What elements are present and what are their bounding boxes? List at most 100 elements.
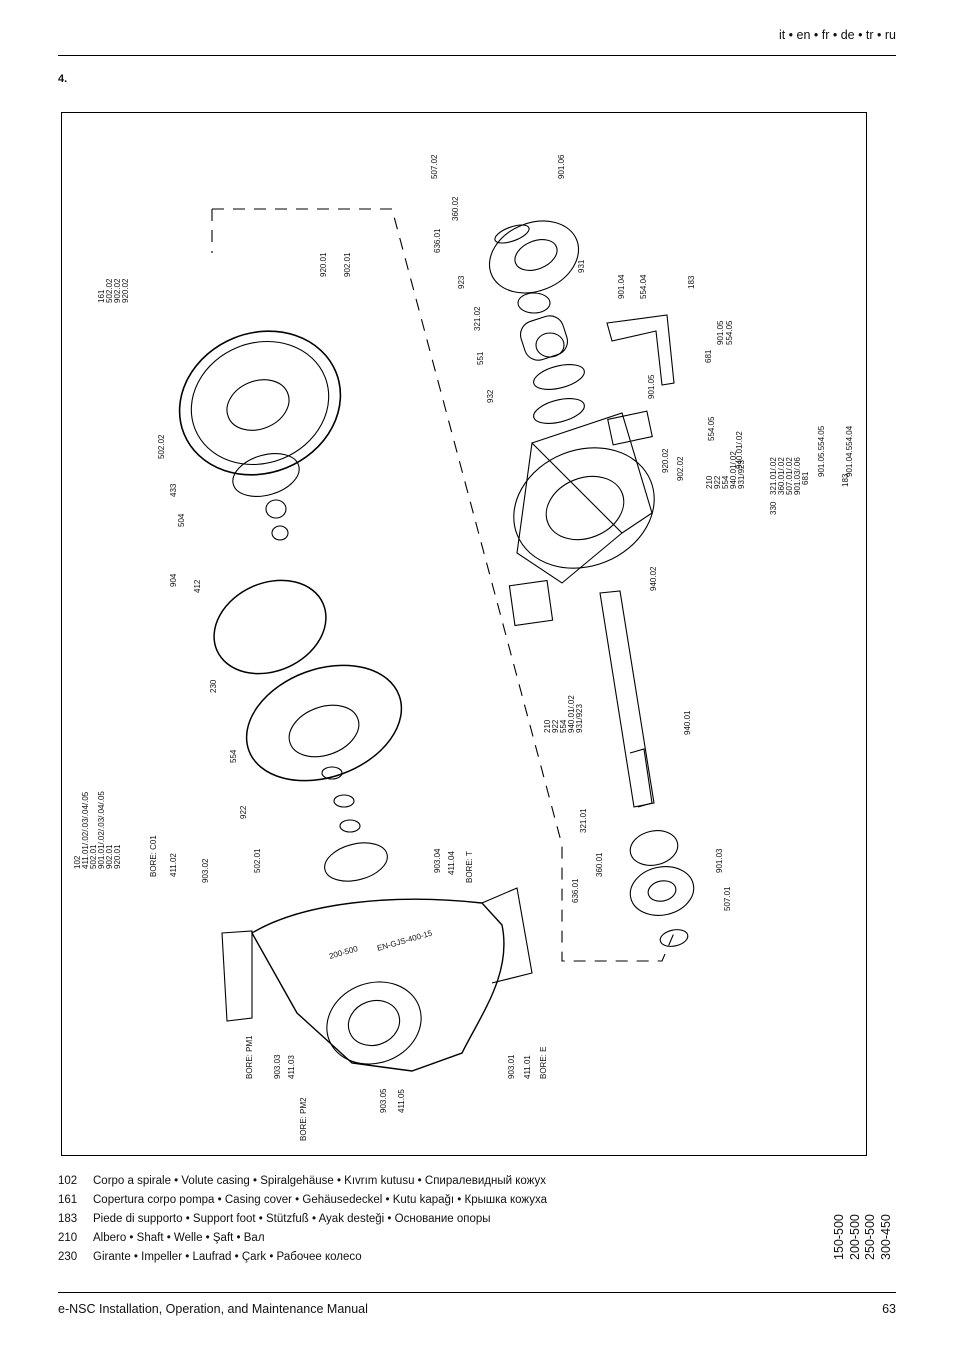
label-411-01: 411.01 (523, 1055, 532, 1079)
legend-row: 102 Corpo a spirale • Volute casing • Spi… (58, 1171, 547, 1190)
figure-number: 4. (58, 73, 68, 85)
header-rule (58, 55, 896, 56)
label-321-01-02: 321.01/.02 (769, 457, 778, 495)
label-920-01-b: 920.01 (113, 844, 122, 869)
legend-code: 102 (58, 1174, 78, 1187)
label-554: 554 (229, 749, 238, 763)
label-922-b: 922 (551, 719, 560, 733)
label-183-b: 183 (841, 473, 850, 487)
page-number: 63 (882, 1302, 896, 1316)
label-502-02-a: 502.02 (105, 278, 114, 303)
label-901-a: 901.01/.02/.03/.04/.05 (97, 791, 106, 869)
label-230: 230 (209, 679, 218, 693)
legend-text: Corpo a spirale • Volute casing • Spiral… (93, 1174, 546, 1187)
label-433: 433 (169, 483, 178, 497)
label-902-01-b: 902.01 (105, 844, 114, 869)
pump-size: 250-500 (863, 1214, 877, 1260)
label-183: 183 (687, 275, 696, 289)
label-901-05: 901.05 (716, 320, 725, 345)
label-902-01-a: 902.01 (343, 252, 352, 277)
label-502-01: 502.01 (253, 848, 262, 873)
label-321-01: 321.01 (579, 808, 588, 833)
label-bore-c01: BORE: C01 (149, 835, 158, 877)
label-507-01: 507.01 (723, 886, 732, 911)
label-923: 923 (457, 275, 466, 289)
label-554-05: 554.05 (725, 320, 734, 345)
legend-code: 230 (58, 1250, 78, 1263)
label-920-01-a: 920.01 (319, 252, 328, 277)
label-903-04: 903.04 (433, 848, 442, 873)
parts-legend: 102 Corpo a spirale • Volute casing • Spi… (58, 1171, 547, 1266)
legend-row: 210 Albero • Shaft • Welle • Şaft • Вал (58, 1228, 547, 1247)
pump-size: 150-500 (832, 1214, 846, 1260)
casting-mark-size: 200-500 (328, 944, 359, 961)
label-411-04: 411.04 (447, 851, 456, 875)
label-903-02: 903.02 (201, 858, 210, 883)
casting-mark-material: EN-GJS-400-15 (376, 928, 434, 952)
label-901-04: 901.04 (617, 274, 626, 299)
label-940-02: 940.02 (649, 566, 658, 591)
label-507-01-02: 507.01/.02 (785, 457, 794, 495)
label-102-a: 102 (73, 855, 82, 869)
legend-row: 161 Copertura corpo pompa • Casing cover … (58, 1190, 547, 1209)
manual-title: e-NSC Installation, Operation, and Maint… (58, 1302, 368, 1316)
pump-size: 200-500 (847, 1214, 862, 1260)
label-931-923-a: 931/923 (737, 460, 746, 489)
pump-size: 300-450 (878, 1214, 893, 1260)
label-636-01: 636.01 (433, 228, 442, 253)
label-904: 904 (169, 573, 178, 587)
label-411-03: 411.03 (287, 1055, 296, 1079)
label-940-01-02: 940.01/.02 (735, 431, 744, 469)
label-901-04-554-04: 901.04.554.04 (845, 425, 854, 477)
label-bore-t: BORE: T (465, 851, 474, 883)
label-502-01-a: 502.01 (89, 844, 98, 869)
label-903-03: 903.03 (273, 1054, 282, 1079)
label-360-01-02: 360.01/.02 (777, 457, 786, 495)
pump-exploded-diagram: 507.02 901.06 360.02 636.01 923 931 901.… (73, 154, 854, 1141)
footer-rule (58, 1292, 896, 1293)
label-922-a: 922 (713, 475, 722, 489)
label-901-05-b: 901.05 (647, 374, 656, 399)
pump-size-list: 150-500 200-500 250-500 300-450 (832, 1160, 894, 1260)
label-554-04: 554.04 (639, 274, 648, 299)
label-554-05-b: 554.05 (707, 416, 716, 441)
label-330: 330 (769, 501, 778, 515)
legend-text: Copertura corpo pompa • Casing cover • G… (93, 1193, 548, 1206)
legend-text: Girante • Impeller • Laufrad • Çark • Ра… (93, 1250, 362, 1263)
label-321-02: 321.02 (473, 306, 482, 331)
label-bore-e: BORE: E (539, 1047, 548, 1079)
label-920-02-a: 920.02 (121, 278, 130, 303)
label-551: 551 (476, 351, 485, 365)
label-920-02: 920.02 (661, 448, 670, 473)
legend-code: 210 (58, 1231, 78, 1244)
legend-text: Piede di supporto • Support foot • Stütz… (93, 1212, 491, 1225)
label-922: 922 (239, 805, 248, 819)
label-901-05-554-05: 901.05.554.05 (817, 425, 826, 477)
label-554-a: 554 (721, 475, 730, 489)
label-507-02: 507.02 (430, 154, 439, 179)
label-210-a: 210 (705, 475, 714, 489)
label-901-06: 901.06 (557, 154, 566, 179)
label-411-02: 411.02 (169, 853, 178, 877)
label-210-b: 210 (543, 719, 552, 733)
legend-code: 183 (58, 1212, 78, 1225)
label-932: 932 (486, 389, 495, 403)
part-labels: 507.02 901.06 360.02 636.01 923 931 901.… (73, 154, 854, 1141)
label-940-b: 940.01/.02 (567, 695, 576, 733)
label-161: 161 (97, 289, 106, 303)
exploded-view-drawing: 507.02 901.06 360.02 636.01 923 931 901.… (61, 112, 893, 1260)
label-903-05: 903.05 (379, 1088, 388, 1113)
label-636-01-b: 636.01 (571, 878, 580, 903)
label-901-03: 901.03 (715, 848, 724, 873)
legend-row: 183 Piede di supporto • Support foot • St… (58, 1209, 547, 1228)
language-list: it • en • fr • de • tr • ru (778, 28, 896, 42)
label-940-01: 940.01 (683, 710, 692, 735)
label-412: 412 (193, 579, 202, 593)
label-681: 681 (704, 349, 713, 363)
legend-text: Albero • Shaft • Welle • Şaft • Вал (93, 1231, 265, 1244)
label-902-02-a: 902.02 (113, 278, 122, 303)
label-411-05: 411.05 (397, 1089, 406, 1113)
label-360-01: 360.01 (595, 852, 604, 877)
legend-code: 161 (58, 1193, 78, 1206)
legend-row: 230 Girante • Impeller • Laufrad • Çark •… (58, 1247, 547, 1266)
